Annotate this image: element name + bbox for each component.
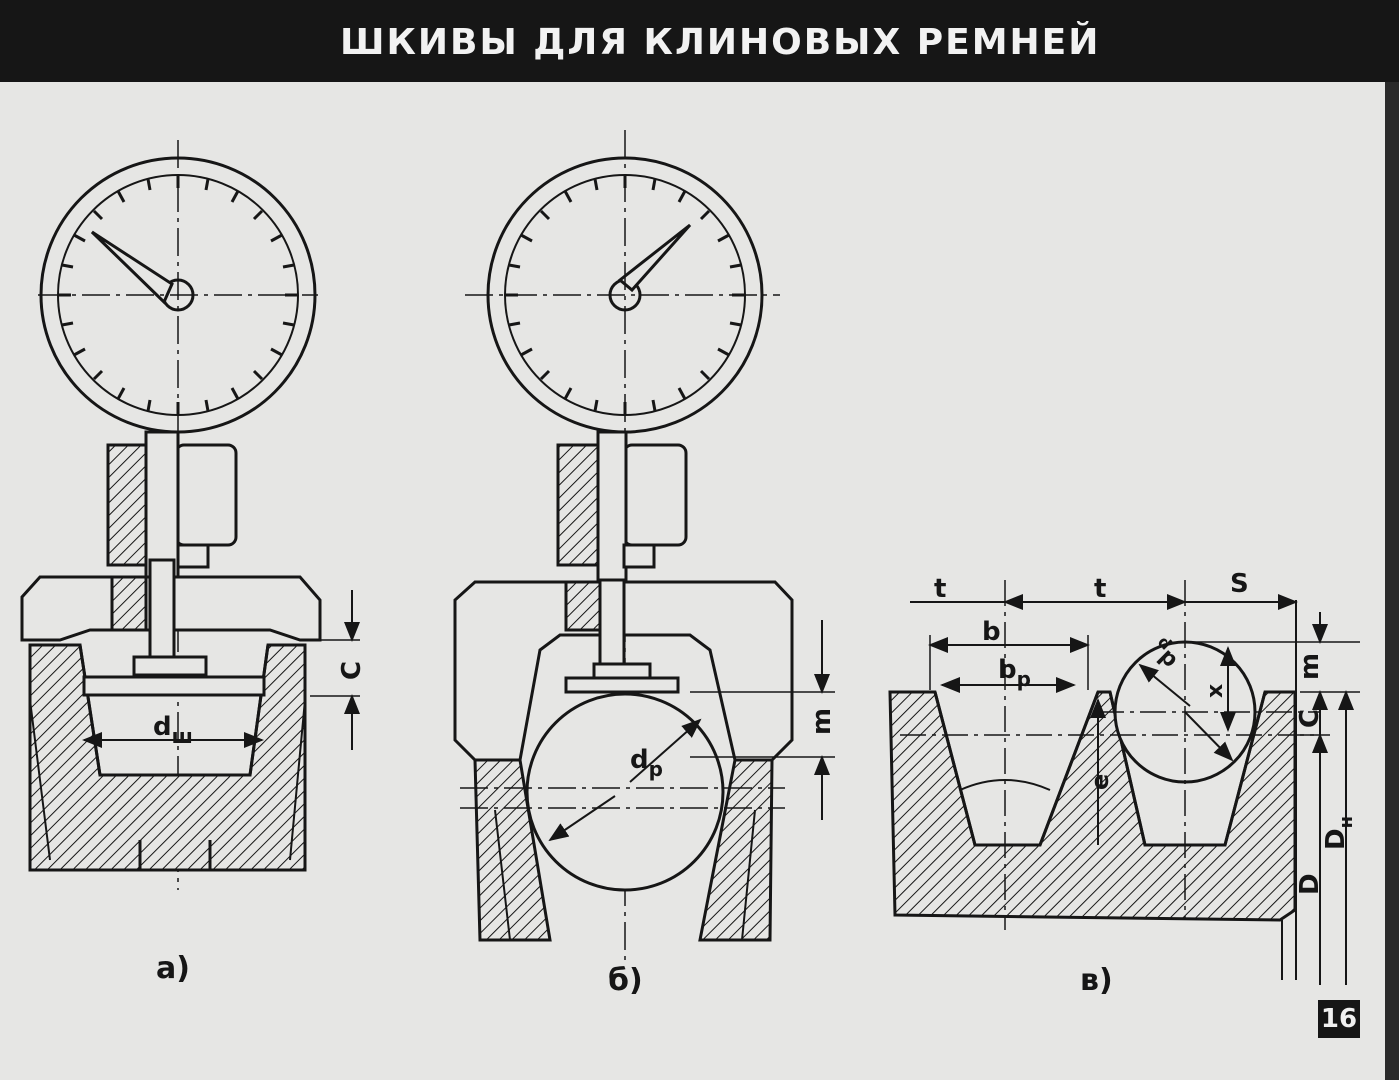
figure-b [453,130,835,960]
dim-e-c: e [1086,774,1114,790]
dim-b-c: b [982,617,1001,647]
page-number: 16 [1318,1000,1360,1038]
dim-s-c: S [1230,569,1249,599]
dim-x-c: x [1203,684,1228,698]
dim-dn-c: Dн [1321,816,1357,850]
dim-c-c: C [1295,709,1325,728]
title-bar [0,0,1399,82]
figure-label-c: в) [1080,963,1113,998]
dim-dp-b: dp [630,745,663,781]
slide-edge [1385,82,1399,1080]
dim-c-a: C [337,661,367,680]
dim-bp-c: bp [998,655,1031,691]
dim-t2-c: t [1094,574,1106,604]
slide-title: ШКИВЫ ДЛЯ КЛИНОВЫХ РЕМНЕЙ [340,22,1101,63]
figure-a [20,140,360,890]
figure-c [888,580,1360,985]
figure-label-a: а) [156,951,190,986]
dim-d-c: D [1295,873,1325,895]
dim-t1-c: t [934,574,946,604]
dial-gauge-a [38,140,318,890]
dim-m-b: m [807,708,837,735]
figure-label-b: б) [608,963,643,998]
dim-d-sh-a: dш [153,712,193,748]
dim-m-c: m [1295,653,1325,680]
